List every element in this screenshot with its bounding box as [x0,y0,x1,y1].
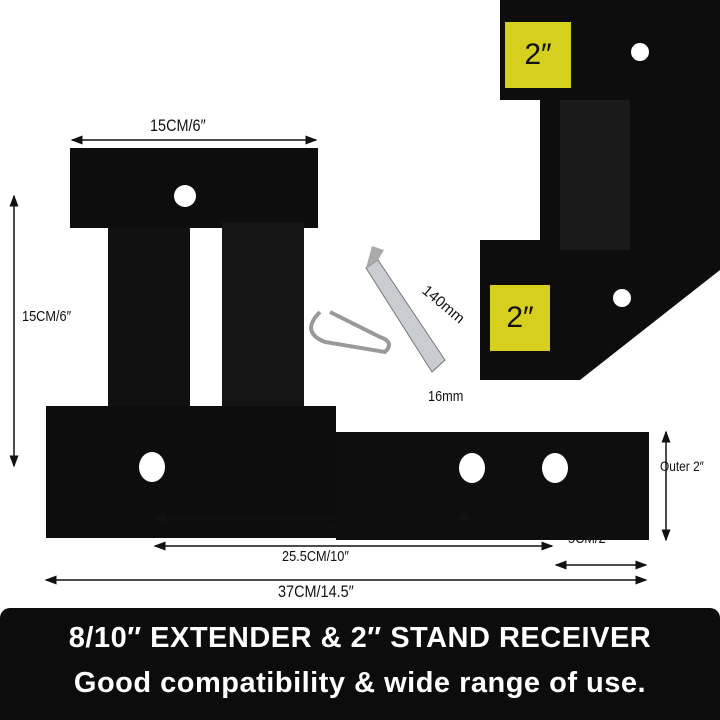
outer-label: Outer 2″ [660,458,704,474]
size-badge-top: 2″ [505,22,571,88]
hole-spacing-10-label: 25.5CM/10″ [282,548,349,565]
pin-diameter-label: 16mm [428,388,464,405]
hitch-pin [309,246,446,373]
end-offset-label: 5CM/2″ [568,530,611,547]
size-badge-bottom: 2″ [490,285,550,351]
banner-subtitle: Good compatibility & wide range of use. [73,667,647,699]
height-label: 15CM/6″ [22,308,72,325]
caption-banner [0,608,720,720]
hole-spacing-8-label: 20.5CM/8″ [282,521,342,538]
top-width-label: 15CM/6″ [150,116,206,135]
dimension-lines [9,135,671,585]
banner-title: 8/10″ EXTENDER & 2″ STAND RECEIVER [68,622,652,654]
total-length-label: 37CM/14.5″ [278,582,354,601]
